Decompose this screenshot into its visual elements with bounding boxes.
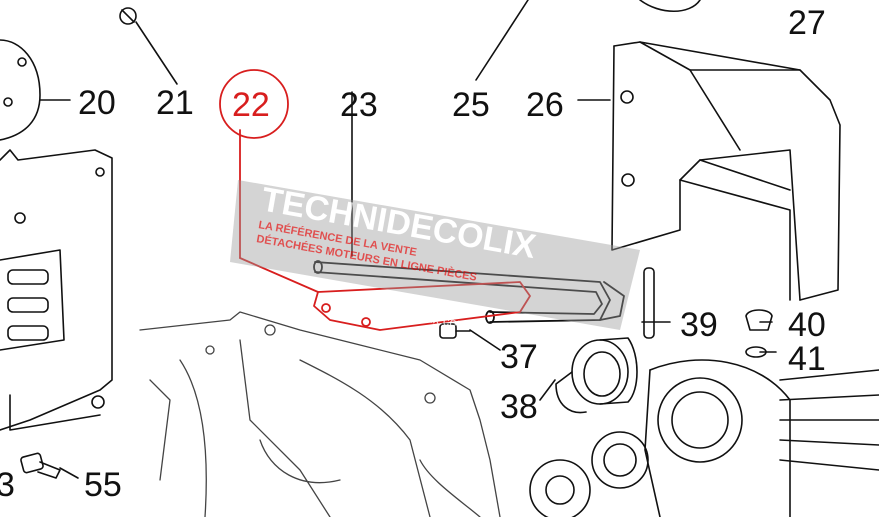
part-37-screw bbox=[439, 323, 471, 339]
shaft-assembly bbox=[529, 359, 879, 517]
part-27-partial bbox=[639, 0, 701, 12]
callout-23: 23 bbox=[340, 86, 378, 124]
part-39-pin bbox=[643, 267, 655, 339]
callout-22: 22 bbox=[232, 86, 270, 124]
part-41-washer bbox=[745, 346, 767, 358]
part-20-plate bbox=[0, 39, 41, 141]
part-40-bolt bbox=[745, 309, 773, 331]
callout-3: 3 bbox=[0, 466, 15, 504]
part-55-screw bbox=[20, 452, 61, 479]
callout-39: 39 bbox=[680, 306, 718, 344]
callout-55: 55 bbox=[84, 466, 122, 504]
part-26-cowl bbox=[611, 41, 841, 301]
part-21-screw bbox=[119, 7, 178, 85]
callout-20: 20 bbox=[78, 84, 116, 122]
callout-21: 21 bbox=[156, 84, 194, 122]
part-38-needle-bearing bbox=[555, 337, 638, 414]
left-cover-bracket bbox=[0, 149, 113, 431]
callout-25: 25 bbox=[452, 86, 490, 124]
crankcase-housing bbox=[139, 311, 501, 517]
callout-40: 40 bbox=[788, 306, 826, 344]
callout-37: 37 bbox=[500, 338, 538, 376]
callout-27: 27 bbox=[788, 4, 826, 42]
watermark: TECHNIDECOLIX LA RÉFÉRENCE DE LA VENTE D… bbox=[230, 180, 640, 332]
part-22-gasket bbox=[219, 69, 531, 331]
callout-38: 38 bbox=[500, 388, 538, 426]
callout-26: 26 bbox=[526, 86, 564, 124]
callout-41: 41 bbox=[788, 340, 826, 378]
